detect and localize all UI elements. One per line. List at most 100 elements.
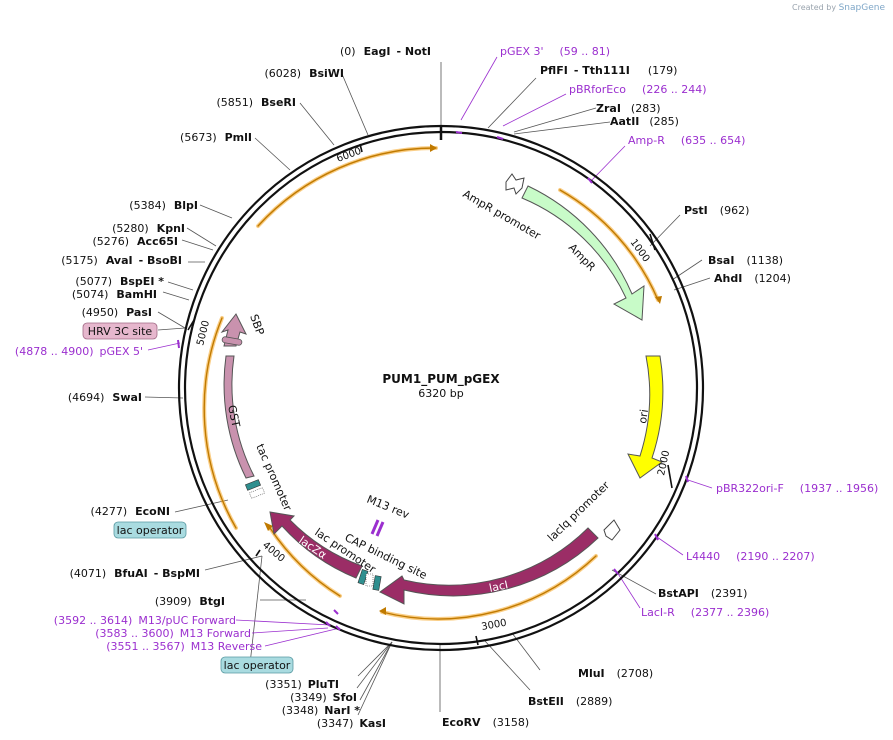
svg-text:L4440(2190 .. 2207): L4440(2190 .. 2207) <box>686 550 815 563</box>
m13rev-label: M13 rev <box>365 493 412 522</box>
svg-text:(4950)PasI: (4950)PasI <box>82 306 152 319</box>
primer-pbrforeco: pBRforEco(226 .. 244) <box>569 83 707 96</box>
svg-text:(0)EagI- NotI: (0)EagI- NotI <box>340 45 431 58</box>
svg-text:pBRforEco(226 .. 244): pBRforEco(226 .. 244) <box>569 83 707 96</box>
lacza-arrow <box>269 511 363 579</box>
svg-text:AatII(285): AatII(285) <box>610 115 679 128</box>
site-kpni: (5280)KpnI <box>112 222 185 235</box>
svg-text:(5384)BlpI: (5384)BlpI <box>129 199 198 212</box>
svg-text:(3349)SfoI: (3349)SfoI <box>290 691 357 704</box>
svg-text:lac operator: lac operator <box>224 659 291 672</box>
laci-arrow <box>379 527 599 605</box>
primer-ampr: Amp-R(635 .. 654) <box>628 134 745 147</box>
svg-text:PstI(962): PstI(962) <box>684 204 749 217</box>
svg-text:(6028)BsiWI: (6028)BsiWI <box>264 67 344 80</box>
primer-marks <box>177 131 689 631</box>
svg-text:(5175)AvaI- BsoBI: (5175)AvaI- BsoBI <box>61 254 182 267</box>
svg-text:EcoRV(3158): EcoRV(3158) <box>442 716 529 729</box>
site-bstapi: BstAPI(2391) <box>658 587 747 600</box>
site-btgi: (3909)BtgI <box>155 595 225 608</box>
ori-label: ori <box>636 408 651 424</box>
svg-text:(3592 .. 3614)M13/pUC Forward: (3592 .. 3614)M13/pUC Forward <box>54 614 236 627</box>
leader-lines <box>144 62 711 716</box>
tick-5000: 5000 <box>195 319 212 346</box>
site-bsteii: BstEII(2889) <box>528 695 612 708</box>
site-bamhi: (5074)BamHI <box>72 288 157 301</box>
svg-text:pBR322ori-F(1937 .. 1956): pBR322ori-F(1937 .. 1956) <box>716 482 878 495</box>
site-pluti: (3351)PluTI <box>265 678 339 691</box>
svg-text:PflFI- Tth111I(179): PflFI- Tth111I(179) <box>540 64 677 77</box>
site-nari: (3348)NarI * <box>282 704 361 717</box>
svg-text:HRV 3C site: HRV 3C site <box>88 325 153 338</box>
svg-text:BstAPI(2391): BstAPI(2391) <box>658 587 747 600</box>
site-ecorv: EcoRV(3158) <box>442 716 529 729</box>
laciq-promoter-label: lacIq promoter <box>545 478 612 544</box>
site-econi: (4277)EcoNI <box>91 505 170 518</box>
svg-text:lac operator: lac operator <box>117 524 184 537</box>
site-zrai: ZraI(283) <box>596 102 661 115</box>
hrv-3c-site-badge: HRV 3C site <box>82 322 158 340</box>
svg-text:(5074)BamHI: (5074)BamHI <box>72 288 157 301</box>
svg-text:ZraI(283): ZraI(283) <box>596 102 661 115</box>
site-acc65i: (5276)Acc65I <box>92 235 178 248</box>
snapgene-credit: Created by SnapGene <box>792 3 885 13</box>
tick-3000: 3000 <box>481 618 508 633</box>
gst-arrow <box>223 355 255 479</box>
ampr-promoter-arrow <box>505 173 525 195</box>
ampr-arrow <box>521 185 645 321</box>
svg-text:BstEII(2889): BstEII(2889) <box>528 695 612 708</box>
svg-text:(3551 .. 3567)M13 Reverse: (3551 .. 3567)M13 Reverse <box>106 640 262 653</box>
primer-pbr322ori: pBR322ori-F(1937 .. 1956) <box>716 482 878 495</box>
primer-m13puc-forward: (3592 .. 3614)M13/pUC Forward <box>54 614 236 627</box>
ori-arrow <box>627 355 664 479</box>
site-ahdi: AhdI(1204) <box>714 272 791 285</box>
sbp-arrow <box>220 313 247 347</box>
svg-text:Amp-R(635 .. 654): Amp-R(635 .. 654) <box>628 134 745 147</box>
site-swai: (4694)SwaI <box>68 391 142 404</box>
svg-text:(5276)Acc65I: (5276)Acc65I <box>92 235 178 248</box>
site-bspei: (5077)BspEI * <box>75 275 164 288</box>
site-psti: PstI(962) <box>684 204 749 217</box>
primer-l4440: L4440(2190 .. 2207) <box>686 550 815 563</box>
cap-site-marks <box>357 569 382 591</box>
primer-m13-forward: (3583 .. 3600)M13 Forward <box>95 627 251 640</box>
sbp-label: SBP <box>247 313 267 338</box>
site-pasi: (4950)PasI <box>82 306 152 319</box>
tick-2000: 2000 <box>656 449 672 476</box>
svg-text:pGEX 3'(59 .. 81): pGEX 3'(59 .. 81) <box>500 45 610 58</box>
site-pmli: (5673)PmlI <box>180 131 252 144</box>
svg-text:(4694)SwaI: (4694)SwaI <box>68 391 142 404</box>
site-avai: (5175)AvaI- BsoBI <box>61 254 182 267</box>
site-aatii: AatII(285) <box>610 115 679 128</box>
gst-label: GST <box>225 404 242 429</box>
svg-text:(4878 .. 4900)pGEX 5': (4878 .. 4900)pGEX 5' <box>15 345 143 358</box>
svg-text:(3348)NarI *: (3348)NarI * <box>282 704 361 717</box>
primer-lines <box>147 56 713 647</box>
primer-pgex3: pGEX 3'(59 .. 81) <box>500 45 610 58</box>
site-bsai: BsaI(1138) <box>708 254 783 267</box>
site-bfuai: (4071)BfuAI- BspMI <box>70 567 200 580</box>
site-bsiwi: (6028)BsiWI <box>264 67 344 80</box>
site-eagi: (0)EagI- NotI <box>340 45 431 58</box>
site-kasi: (3347)KasI <box>317 717 386 730</box>
tac-operator-marks <box>244 479 266 499</box>
svg-text:BsaI(1138): BsaI(1138) <box>708 254 783 267</box>
site-pflfi: PflFI- Tth111I(179) <box>540 64 677 77</box>
svg-text:(5280)KpnI: (5280)KpnI <box>112 222 185 235</box>
site-mlui: MluI(2708) <box>578 667 653 680</box>
svg-text:(4071)BfuAI- BspMI: (4071)BfuAI- BspMI <box>70 567 200 580</box>
svg-text:(3909)BtgI: (3909)BtgI <box>155 595 225 608</box>
svg-text:(4277)EcoNI: (4277)EcoNI <box>91 505 170 518</box>
tac-promoter-label: tac promoter <box>253 442 294 513</box>
laci-label: lacI <box>488 578 509 595</box>
svg-text:LacI-R(2377 .. 2396): LacI-R(2377 .. 2396) <box>641 606 769 619</box>
svg-text:(3347)KasI: (3347)KasI <box>317 717 386 730</box>
lac-operator-badge-2: lac operator <box>220 656 294 674</box>
primer-pgex5: (4878 .. 4900)pGEX 5' <box>15 345 143 358</box>
plasmid-size: 6320 bp <box>418 387 463 400</box>
ring-ticks <box>187 143 673 646</box>
primer-laci-r: LacI-R(2377 .. 2396) <box>641 606 769 619</box>
svg-text:(5077)BspEI *: (5077)BspEI * <box>75 275 164 288</box>
svg-text:(3351)PluTI: (3351)PluTI <box>265 678 339 691</box>
